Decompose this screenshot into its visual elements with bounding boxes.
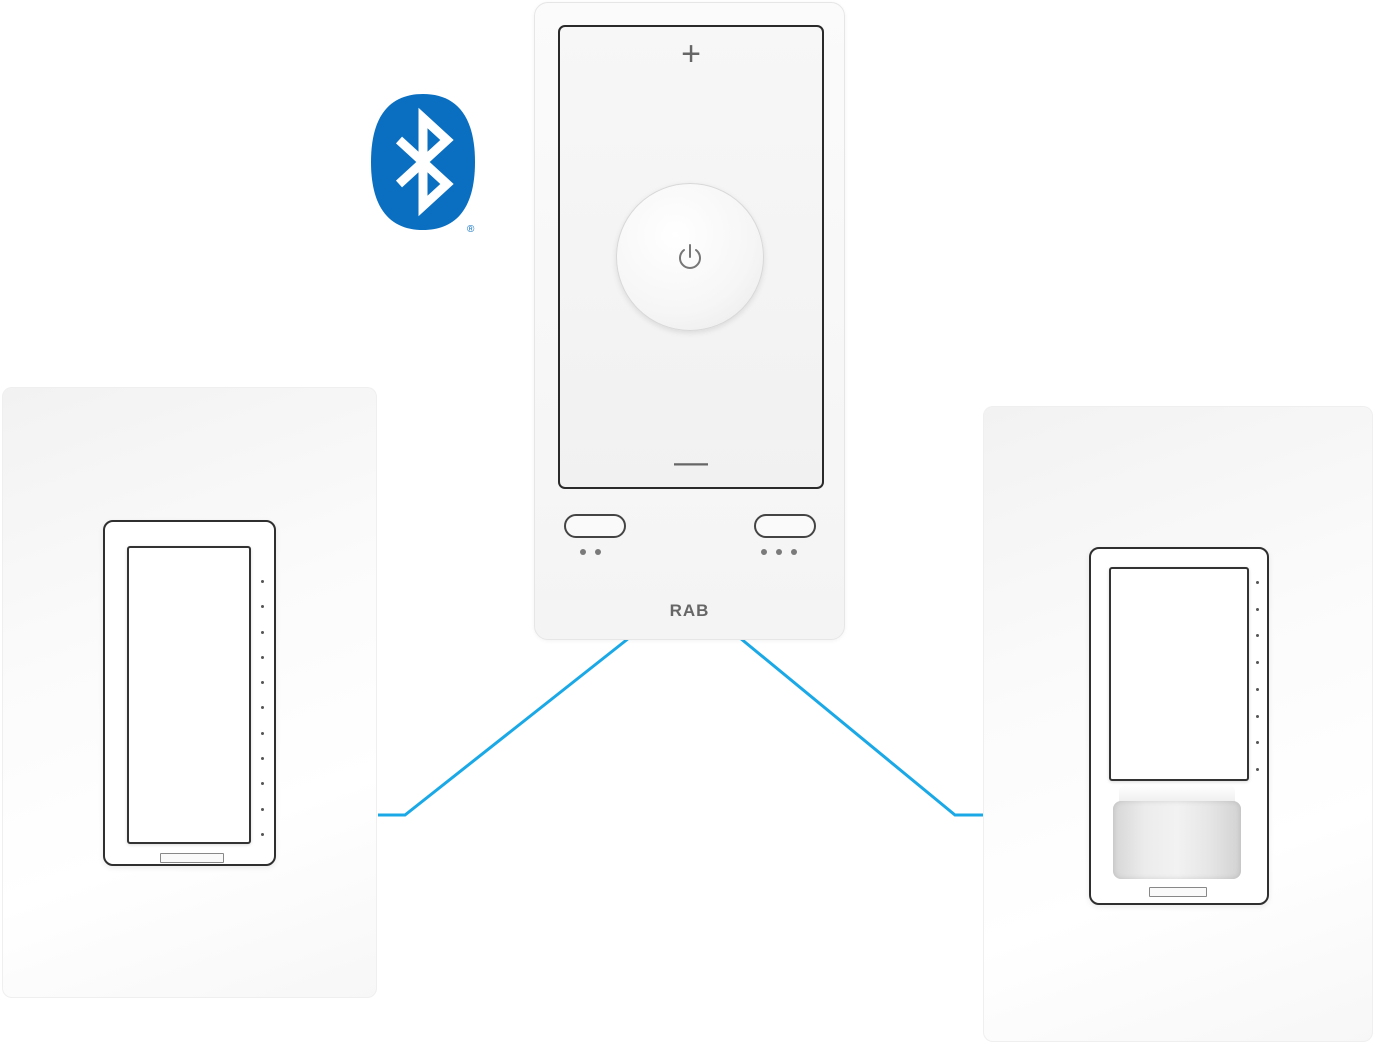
dimmer-switch [103,520,276,866]
led-indicator [1256,607,1259,611]
indicator-dot [580,549,586,555]
wireless-remote: + — RAB [534,2,845,640]
brand-logo: RAB [669,601,710,620]
dimmer-bottom-tab [160,853,224,863]
scene-button-left[interactable] [564,514,626,538]
led-indicator [1256,714,1259,718]
bluetooth-icon: ® [371,94,475,234]
scene-button-right[interactable] [754,514,816,538]
brightness-up-button[interactable]: + [681,35,701,73]
registered-mark: ® [467,224,475,234]
remote-face: + — [558,25,824,489]
led-indicator [261,681,264,685]
led-indicator [1256,581,1259,584]
sensor-switch [1089,547,1269,905]
led-indicator [1256,767,1259,771]
sensor-bottom-tab [1149,887,1207,897]
connection-line-left [378,636,630,817]
indicator-dots-right [761,549,797,555]
led-indicator [261,731,264,735]
indicator-dots-left [580,549,601,555]
dimmer-rocker[interactable] [127,546,251,844]
led-indicator [261,580,264,583]
dimmer-led-column [261,580,264,836]
indicator-dot [776,549,782,555]
power-icon [679,244,701,269]
connection-line-right [739,636,983,817]
brightness-down-button[interactable]: — [674,443,708,481]
led-indicator [1256,661,1259,665]
led-indicator [261,630,264,634]
indicator-dot [761,549,767,555]
sensor-led-column [1256,581,1259,771]
led-indicator [261,655,264,659]
motion-sensor-lens [1113,801,1241,879]
led-indicator [261,832,264,836]
led-indicator [1256,687,1259,691]
led-indicator [261,782,264,786]
indicator-dot [595,549,601,555]
led-indicator [261,807,264,811]
power-button[interactable] [616,183,764,331]
indicator-dot [791,549,797,555]
sensor-hood [1119,785,1235,803]
led-indicator [1256,634,1259,638]
led-indicator [261,757,264,761]
led-indicator [261,706,264,710]
led-indicator [1256,741,1259,745]
sensor-rocker[interactable] [1109,567,1249,781]
led-indicator [261,605,264,609]
